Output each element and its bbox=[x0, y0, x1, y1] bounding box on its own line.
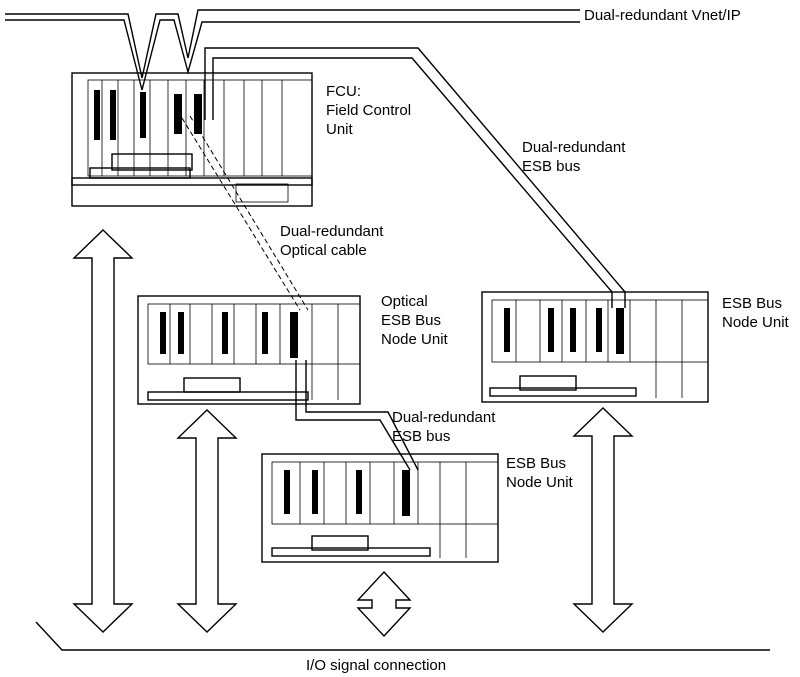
arrow-fcu bbox=[72, 229, 134, 633]
arrow-right-node bbox=[572, 407, 634, 633]
right-node-rack bbox=[481, 291, 709, 403]
io-signal-label: I/O signal connection bbox=[306, 657, 447, 674]
esb-bus-to-lower-node bbox=[295, 360, 419, 471]
lower-node-rack bbox=[261, 453, 499, 563]
arrow-lower-node bbox=[356, 570, 412, 638]
vnet-label: Dual-redundant Vnet/IP bbox=[584, 7, 741, 24]
arrow-optical-node bbox=[176, 409, 238, 633]
fcu-rack bbox=[71, 72, 313, 207]
optical-node-rack bbox=[137, 295, 361, 405]
vnet-bus bbox=[5, 9, 580, 91]
optical-cable-lines bbox=[181, 115, 309, 311]
io-signal-line bbox=[35, 621, 770, 651]
esb-bus-to-right-node bbox=[204, 47, 626, 308]
